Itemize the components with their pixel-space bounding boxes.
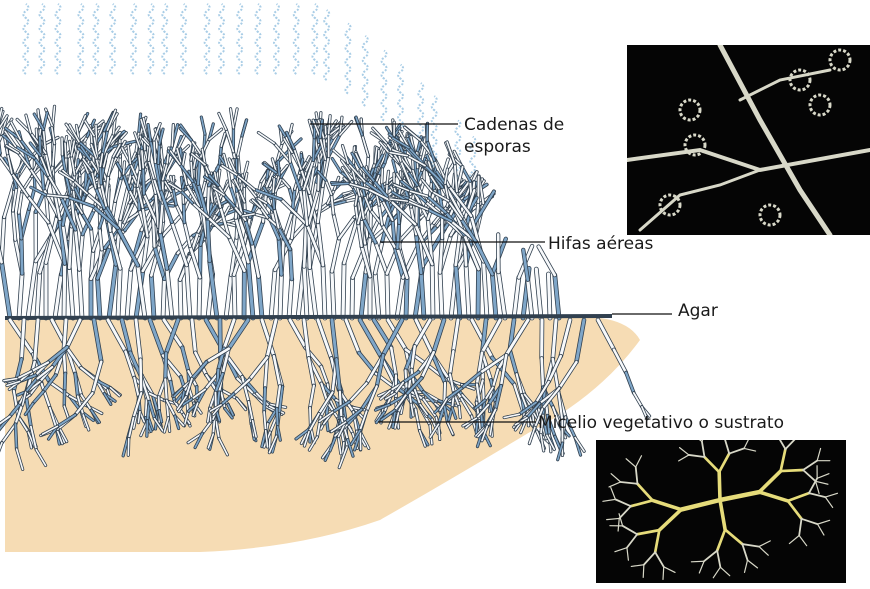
agar-surface-line (5, 316, 612, 318)
label-agar: Agar (678, 300, 718, 322)
substrate-micrograph (596, 422, 846, 583)
label-aerial-hyphae: Hifas aéreas (548, 233, 653, 255)
spore-micrograph (627, 45, 870, 235)
label-spore-chains: Cadenas de esporas (464, 114, 594, 158)
label-substrate-mycelium: Micelio vegetativo o sustrato (538, 412, 784, 434)
